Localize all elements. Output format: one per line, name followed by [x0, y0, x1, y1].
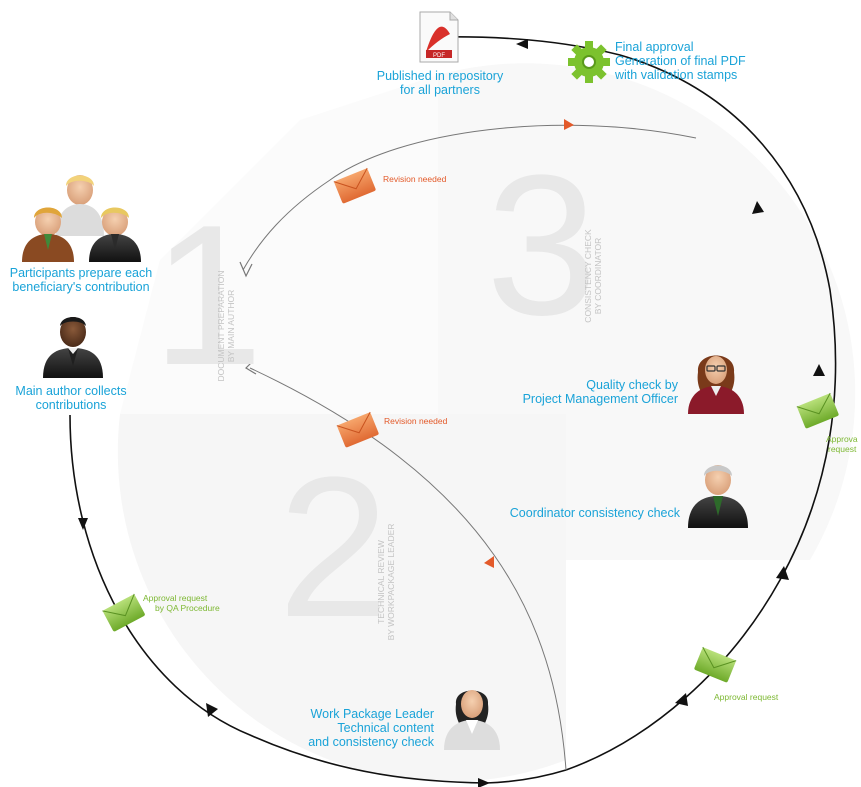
- phase-1-background: [120, 75, 438, 414]
- caption-line: Generation of final PDF: [615, 54, 746, 68]
- phase-1-number: 1: [152, 184, 264, 407]
- phase-1-title: DOCUMENT PREPARATION: [216, 270, 226, 382]
- caption-line: Technical content: [337, 721, 434, 735]
- phase-3-label: CONSISTENCY CHECK BY COORDINATOR: [583, 221, 603, 331]
- caption-line: Final approval: [615, 40, 694, 54]
- tag-line: by QA Procedure: [155, 603, 220, 613]
- cycle-arrowhead: [206, 703, 218, 717]
- cycle-arrowhead: [516, 39, 528, 49]
- caption-line: Coordinator consistency check: [509, 506, 680, 520]
- phase-2-subtitle: BY WORKPACKAGE LEADER: [386, 523, 396, 641]
- quality-officer-avatar-icon: [688, 355, 744, 414]
- participants-group-icon: [22, 175, 141, 262]
- approval-label-right: Approva request: [826, 434, 858, 454]
- revision-arrowhead-end: [239, 261, 253, 278]
- caption-line: Main author collects: [15, 384, 127, 398]
- revision-label-top: Revision needed: [383, 174, 447, 184]
- caption-line: with validation stamps: [615, 68, 738, 82]
- caption-line: contributions: [35, 398, 107, 412]
- phase-3-title: CONSISTENCY CHECK: [583, 229, 593, 323]
- final-approval-caption: Final approval Generation of final PDF w…: [615, 40, 775, 82]
- cycle-arrowhead: [776, 566, 789, 580]
- phase-1-subtitle: BY MAIN AUTHOR: [226, 289, 236, 363]
- wp-leader-avatar-icon: [444, 690, 500, 750]
- cycle-arc-bottom: [485, 769, 567, 784]
- phase-2-number: 2: [278, 436, 390, 659]
- coordinator-caption: Coordinator consistency check: [482, 506, 680, 520]
- caption-line: Participants prepare each: [9, 266, 153, 280]
- tag-line: request: [828, 444, 857, 454]
- published-caption: Published in repository for all partners: [370, 69, 510, 97]
- cycle-arrowhead: [478, 778, 490, 787]
- coordinator-avatar-icon: [688, 465, 748, 528]
- gear-icon: [568, 41, 610, 83]
- pdf-document-icon: PDF: [419, 11, 459, 63]
- quality-caption: Quality check by Project Management Offi…: [502, 378, 678, 406]
- main-author-avatar-icon: [43, 317, 103, 378]
- approval-envelope-bottom: [694, 646, 737, 683]
- revision-arrowhead: [484, 556, 494, 568]
- caption-line: beneficiary's contribution: [12, 280, 150, 294]
- phase-1-label: DOCUMENT PREPARATION BY MAIN AUTHOR: [216, 266, 236, 386]
- caption-line: for all partners: [400, 83, 480, 97]
- revision-curve-top: [242, 124, 697, 271]
- participants-caption: Participants prepare each beneficiary's …: [6, 266, 156, 294]
- approval-label-bottom: Approval request: [714, 692, 779, 702]
- caption-line: Quality check by: [586, 378, 678, 392]
- tag-line: Approval request: [143, 593, 208, 603]
- cycle-arc-left: [69, 414, 487, 784]
- cycle-arrowhead: [813, 364, 825, 376]
- revision-envelope-top: [333, 167, 376, 204]
- approval-envelope-qa: [102, 593, 145, 632]
- revision-envelope-mid: [336, 411, 379, 448]
- caption-line: Project Management Officer: [522, 392, 678, 406]
- approval-label-qa: Approval request by QA Procedure: [143, 593, 220, 613]
- wp-leader-caption: Work Package Leader Technical content an…: [284, 707, 434, 749]
- cycle-arrowhead: [78, 518, 88, 530]
- main-author-caption: Main author collects contributions: [6, 384, 136, 412]
- svg-text:PDF: PDF: [433, 53, 445, 59]
- phase-3-number: 3: [486, 134, 598, 357]
- caption-line: Work Package Leader: [310, 707, 434, 721]
- revision-label-mid: Revision needed: [384, 416, 448, 426]
- cycle-arrowhead: [752, 201, 764, 214]
- phase-2-label: TECHNICAL REVIEW BY WORKPACKAGE LEADER: [376, 512, 396, 652]
- revision-arrowhead: [564, 119, 574, 130]
- approval-envelope-right: [796, 392, 839, 429]
- revision-arrowhead-end: [245, 361, 257, 375]
- phase-2-title: TECHNICAL REVIEW: [376, 540, 386, 624]
- phase-divider-curve: [249, 367, 567, 771]
- phase-3-background: [438, 63, 856, 560]
- caption-line: Published in repository: [376, 69, 504, 83]
- tag-line: Approva: [826, 434, 858, 444]
- caption-line: and consistency check: [308, 735, 434, 749]
- cycle-arrowhead: [675, 693, 688, 706]
- phase-3-subtitle: BY COORDINATOR: [593, 237, 603, 315]
